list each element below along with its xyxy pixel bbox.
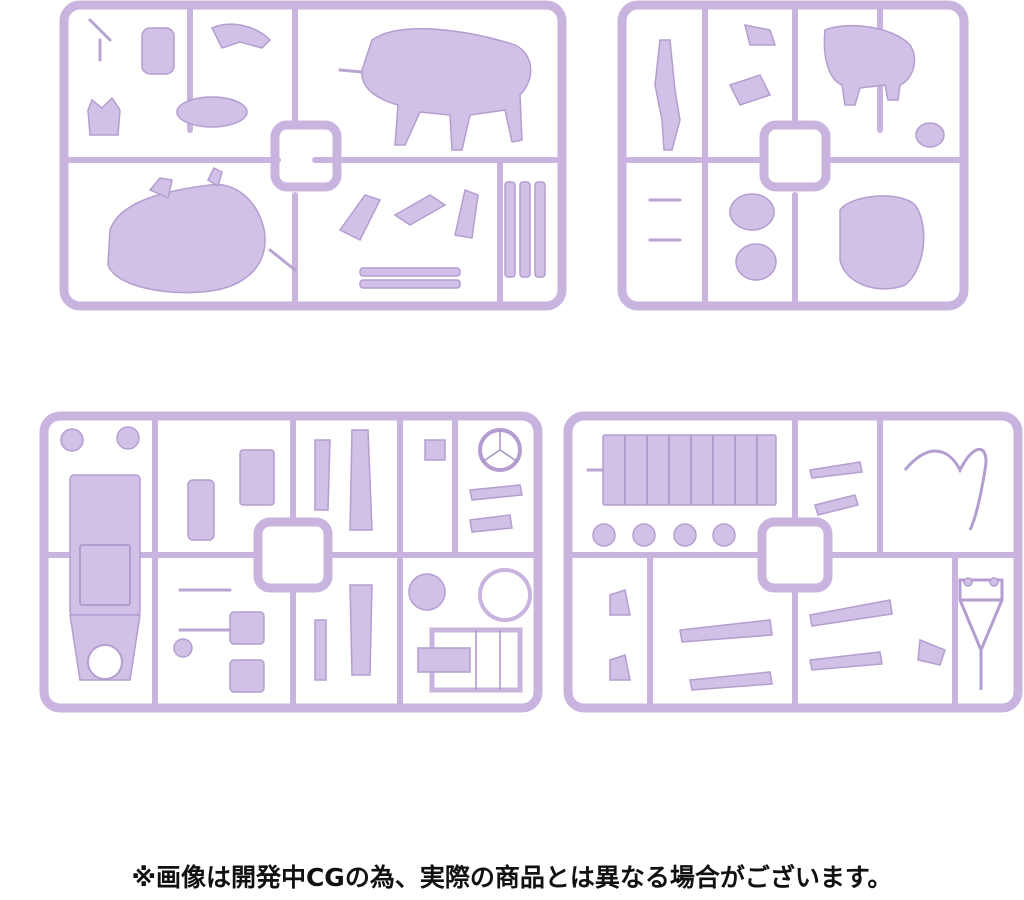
steering-wheel	[478, 428, 522, 472]
elephant-standing	[823, 24, 916, 106]
sprue-a	[59, 0, 567, 311]
wheel-2	[632, 523, 656, 547]
radiator-grille	[602, 434, 777, 506]
disclaimer-note: ※画像は開発中CGの為、実際の商品とは異なる場合がございます。	[131, 863, 893, 892]
rhino-lying	[107, 183, 266, 294]
sprue-b	[617, 0, 969, 311]
jerrycan-1	[187, 479, 215, 541]
cargo-rack	[417, 627, 523, 693]
tire-2	[116, 426, 140, 450]
sprue-d	[563, 411, 1023, 713]
crocodile	[654, 39, 681, 151]
tire-1	[60, 428, 84, 452]
rhino-head	[141, 27, 175, 75]
sprue-c	[39, 411, 543, 713]
elephant-lying	[839, 195, 925, 290]
wheel-4	[712, 523, 736, 547]
wheel-1	[592, 523, 616, 547]
wheel-3	[673, 523, 697, 547]
rhino-standing	[361, 28, 532, 151]
vehicle-body	[69, 474, 141, 681]
hoist-frame	[958, 577, 1004, 690]
rope	[903, 447, 988, 531]
